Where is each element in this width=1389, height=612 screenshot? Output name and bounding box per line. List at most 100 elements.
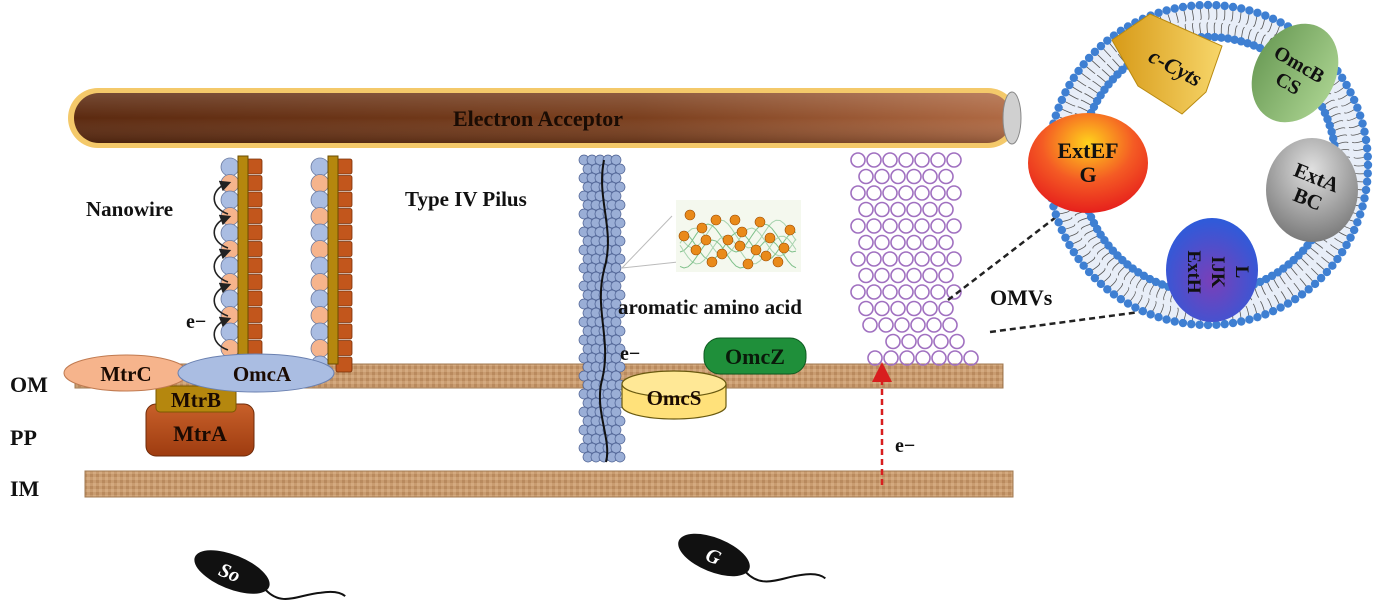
electron-label-nanowire: e− bbox=[186, 311, 206, 333]
lipid-head bbox=[1203, 320, 1213, 330]
lipid-head bbox=[1362, 177, 1372, 186]
nanowire-electron-arrows bbox=[213, 180, 232, 351]
lipid-head bbox=[1355, 210, 1365, 219]
nanowire-cytochrome bbox=[310, 289, 330, 309]
nanowire-cytochrome bbox=[310, 223, 330, 243]
omv-circle bbox=[938, 168, 954, 185]
lipid-head bbox=[1069, 247, 1079, 257]
omca-label: OmcA bbox=[233, 362, 292, 386]
lipid-head bbox=[1325, 121, 1334, 130]
omv-circle bbox=[866, 284, 882, 300]
lipid-head bbox=[1322, 267, 1332, 277]
omv-circle bbox=[946, 251, 962, 267]
pilin-subunit bbox=[610, 388, 622, 400]
lipid-head bbox=[1346, 88, 1355, 97]
aromatic-residue bbox=[760, 250, 772, 262]
omca-protein bbox=[177, 353, 335, 393]
lipid-head bbox=[1337, 247, 1347, 257]
om-label: OM bbox=[10, 372, 48, 397]
omv-circle bbox=[878, 317, 894, 333]
lipid-head bbox=[1203, 0, 1213, 10]
omv-circle bbox=[922, 300, 938, 317]
pilin-subunit bbox=[610, 244, 622, 256]
omv-circle bbox=[914, 284, 930, 300]
pilin-subunit bbox=[614, 289, 626, 301]
lipid-head bbox=[1363, 169, 1372, 178]
aromatic-residue bbox=[750, 244, 762, 256]
pilin-subunit bbox=[610, 334, 622, 346]
lipid-head bbox=[1253, 312, 1262, 322]
shewanella-bacterium: So bbox=[194, 550, 346, 600]
omv-circle bbox=[901, 333, 917, 350]
aromatic-residue bbox=[729, 214, 741, 226]
omv-circle bbox=[894, 317, 910, 333]
inner-membrane bbox=[84, 470, 1014, 498]
omv-circle bbox=[915, 350, 931, 366]
lipid-head bbox=[1316, 273, 1326, 283]
lipid-head bbox=[1237, 317, 1246, 326]
omv-circle bbox=[914, 218, 930, 234]
omv-circle bbox=[890, 168, 906, 185]
aromatic-residue bbox=[722, 234, 734, 246]
lipid-head bbox=[1353, 218, 1362, 227]
lipid-head bbox=[1355, 111, 1365, 120]
omv-circle bbox=[866, 218, 882, 234]
omv-circle bbox=[890, 201, 906, 218]
nanowire-core bbox=[237, 155, 249, 365]
omv-circle bbox=[946, 284, 962, 300]
omv-circle bbox=[874, 300, 890, 317]
lipid-head bbox=[1065, 80, 1074, 90]
lipid-head bbox=[1074, 254, 1083, 264]
lipid-head bbox=[1084, 267, 1094, 277]
pilus-electron-path bbox=[598, 159, 609, 463]
lipid-head bbox=[1061, 233, 1070, 242]
nanowire-cytochrome bbox=[220, 322, 240, 342]
lipid-head bbox=[1237, 4, 1246, 13]
lipid-head bbox=[1268, 14, 1278, 24]
aromatic-residue bbox=[706, 256, 718, 268]
aromatic-residue bbox=[736, 226, 748, 238]
omv-circle bbox=[946, 152, 962, 168]
lipid-head bbox=[1323, 114, 1332, 124]
electron-hop-arrow bbox=[213, 180, 232, 215]
lipid-head bbox=[1297, 290, 1307, 299]
omv-circle bbox=[890, 234, 906, 251]
omv-circle bbox=[906, 234, 922, 251]
lipid-head bbox=[1154, 312, 1163, 322]
omv-circle bbox=[874, 201, 890, 218]
omv-circle bbox=[858, 267, 874, 284]
lipid-head bbox=[1342, 240, 1351, 250]
lipid-head bbox=[1353, 103, 1362, 112]
omv-circle bbox=[874, 234, 890, 251]
lipid-head bbox=[1290, 294, 1300, 304]
lipid-head bbox=[1245, 315, 1254, 324]
omv-circle bbox=[946, 218, 962, 234]
pilin-subunit bbox=[614, 361, 626, 373]
omv-circle bbox=[930, 218, 946, 234]
lipid-head bbox=[1154, 8, 1163, 18]
pilin-subunit bbox=[610, 280, 622, 292]
aromatic-residue bbox=[716, 248, 728, 260]
aromatic-amino-acid-inset bbox=[621, 200, 801, 272]
lipid-head bbox=[1327, 127, 1336, 137]
c-cyts-protein bbox=[1111, 13, 1223, 115]
omv-circle bbox=[906, 201, 922, 218]
pilin-subunit bbox=[614, 415, 626, 427]
omv-circle bbox=[930, 251, 946, 267]
omv-circle bbox=[874, 168, 890, 185]
electron-hop-arrow bbox=[213, 214, 232, 249]
nanowire-cytochrome bbox=[310, 157, 330, 177]
omv-circle bbox=[867, 350, 883, 366]
omv-cluster bbox=[850, 152, 979, 366]
lipid-head bbox=[1236, 37, 1246, 46]
omv-circle bbox=[914, 251, 930, 267]
mtr-complex: MtrA MtrB MtrC OmcA bbox=[63, 353, 335, 457]
lipid-head bbox=[1079, 60, 1088, 69]
aromatic-residue bbox=[684, 209, 696, 221]
aromatic-residue bbox=[778, 242, 790, 254]
lipid-head bbox=[1342, 80, 1351, 90]
pilin-subunit bbox=[610, 316, 622, 328]
omv-circle bbox=[947, 350, 963, 366]
lipid-head bbox=[1228, 318, 1238, 328]
